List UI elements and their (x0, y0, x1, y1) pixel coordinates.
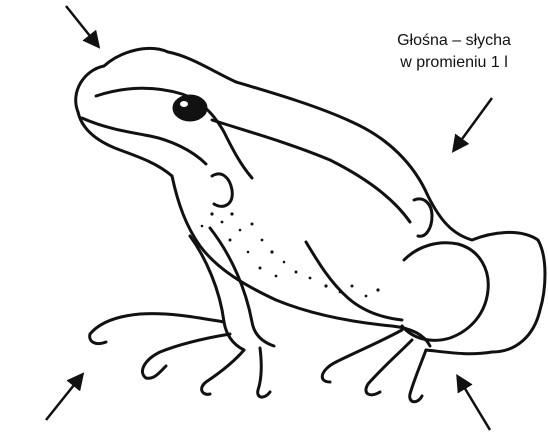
arrow-top-left-icon (66, 6, 98, 46)
loudness-caption: Głośna – słycha w promieniu 1 l (360, 30, 548, 74)
arrow-bottom-right-icon (458, 377, 490, 430)
frog-outline-icon (76, 48, 545, 401)
caption-line-1: Głośna – słycha (360, 30, 548, 52)
caption-line-2: w promieniu 1 l (360, 52, 548, 74)
arrow-top-right-icon (454, 98, 492, 150)
arrow-bottom-left-icon (46, 375, 82, 420)
